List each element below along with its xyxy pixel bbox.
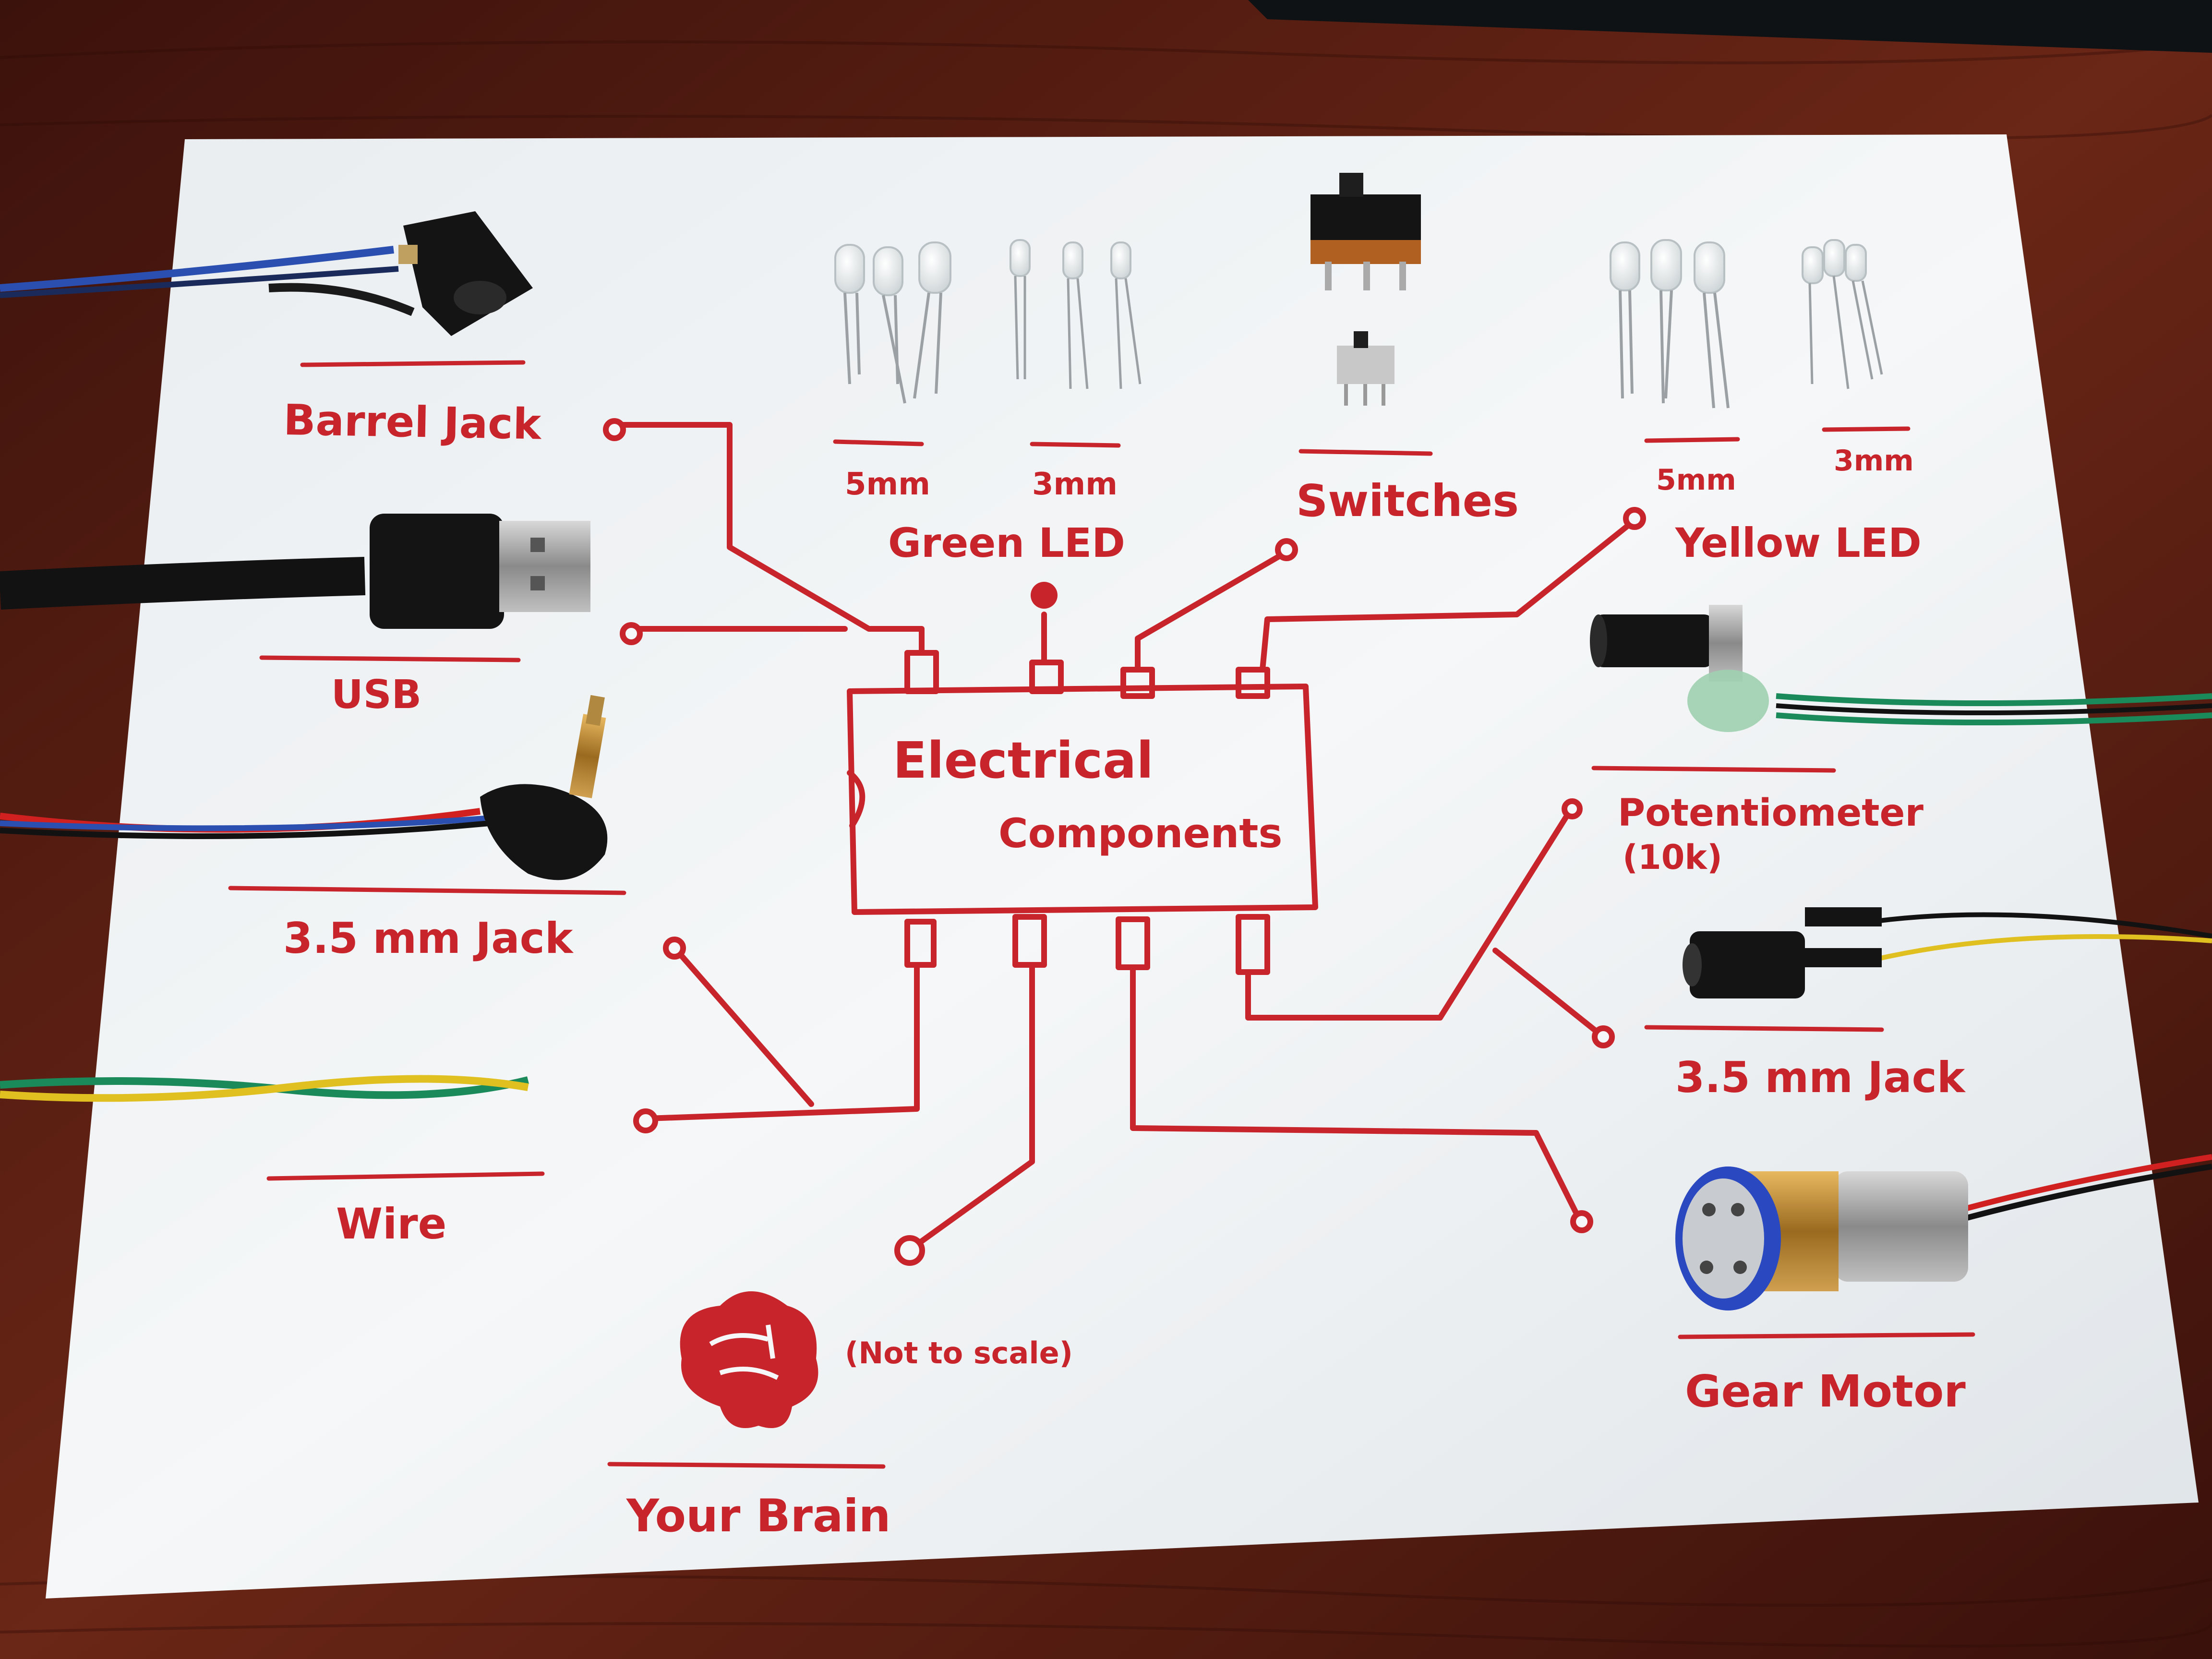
usb-plug-icon xyxy=(499,521,590,612)
barrel-jack-component xyxy=(0,211,533,336)
paper-sheet xyxy=(46,134,2199,1599)
label-not-to-scale: (Not to scale) xyxy=(845,1335,1073,1370)
chip-title-line2: Components xyxy=(998,810,1282,857)
audio-jack-left-component xyxy=(0,695,608,880)
yellow-leds xyxy=(1610,239,1883,409)
label-pot-value: (10k) xyxy=(1623,838,1722,877)
label-yellow-size-2: 3mm xyxy=(1834,444,1914,478)
label-gear-motor: Gear Motor xyxy=(1685,1366,1966,1417)
label-wire: Wire xyxy=(336,1199,446,1249)
trace-terminals xyxy=(603,418,1646,1266)
slide-switch-icon xyxy=(1310,173,1421,290)
label-underlines xyxy=(228,360,1975,1469)
usb-plug-body xyxy=(370,514,504,629)
label-your-brain: Your Brain xyxy=(626,1490,891,1542)
label-barrel-jack: Barrel Jack xyxy=(283,395,543,449)
label-jack-right: 3.5 mm Jack xyxy=(1675,1053,1966,1102)
audio-jack-right-component xyxy=(1683,907,2212,998)
label-green-size-1: 5mm xyxy=(845,467,930,502)
small-slide-switch xyxy=(1337,331,1395,406)
green-leds xyxy=(834,239,1142,404)
circuit-traces xyxy=(616,422,1640,1251)
label-potentiometer: Potentiometer xyxy=(1618,792,1923,835)
audio-jack-icon xyxy=(480,784,608,880)
label-jack-left: 3.5 mm Jack xyxy=(283,914,574,963)
chip-title-line1: Electrical xyxy=(893,731,1154,790)
label-green-size-2: 3mm xyxy=(1032,467,1118,502)
label-switches: Switches xyxy=(1296,475,1519,527)
led-icon xyxy=(834,244,865,385)
laptop-edge xyxy=(1248,0,2212,53)
trace-terminal-filled xyxy=(1031,582,1058,609)
label-yellow-led: Yellow LED xyxy=(1675,519,1922,566)
label-yellow-size-1: 5mm xyxy=(1656,463,1736,497)
label-green-led: Green LED xyxy=(888,519,1125,566)
barrel-jack-icon xyxy=(398,211,533,336)
label-usb: USB xyxy=(331,672,421,718)
potentiometer-icon xyxy=(1590,605,2212,732)
usb-component xyxy=(0,514,590,629)
gear-motor-icon xyxy=(1675,1154,2212,1310)
wire-component xyxy=(0,1075,529,1102)
brain-icon xyxy=(680,1291,818,1428)
